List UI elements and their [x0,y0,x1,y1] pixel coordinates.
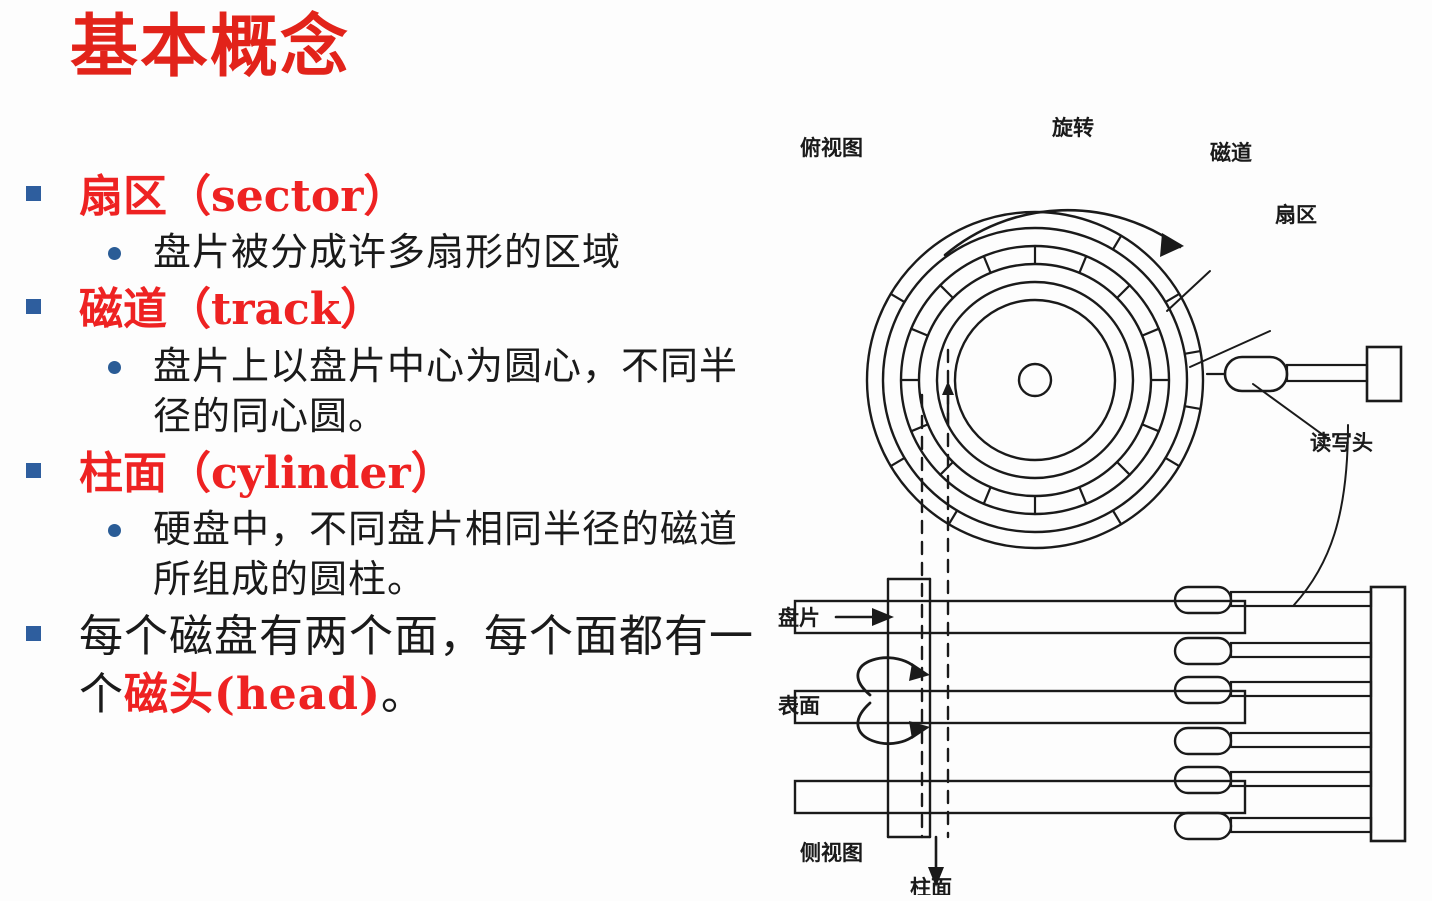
bullet-sector: 扇区（sector） [26,168,790,225]
bullet-cylinder-label: 柱面（cylinder） [79,447,455,499]
square-bullet-icon [26,462,41,478]
track-leader-line [1166,270,1211,312]
bullet-cylinder: 柱面（cylinder） [26,445,790,502]
surface-arrow-icon [856,656,930,745]
label-rotation: 旋转 [1051,116,1094,140]
dot-bullet-icon [108,360,121,374]
top-view-platter [865,210,1205,550]
read-write-head-leader-line [1252,383,1331,441]
track-ring-5 [935,280,1135,480]
cylinder-dashed-lines [920,348,950,839]
square-bullet-icon [26,626,41,642]
track-ring-inner-6 [953,298,1117,462]
cylinder-bottom-arrow-icon [928,835,944,887]
label-cylinder: 柱面 [910,876,952,895]
bullet-head-text-before: 每个磁盘有两个面，每个面都有一个 [79,611,754,720]
spindle-hole [1017,362,1053,398]
subbullet-cylinder-desc-label: 硬盘中，不同盘片相同半径的磁道所组成的圆柱。 [153,507,739,602]
side-view-assembly [793,577,1407,843]
label-read-write-head: 读写头 [1310,431,1373,455]
platter-3 [793,779,1247,815]
dot-bullet-icon [108,247,121,261]
rotation-arrow-icon [943,208,1184,257]
sector-dividers-band-b [889,234,1202,526]
head-assembly-leader-line [1293,424,1349,606]
head-arm-1 [1173,585,1373,615]
page-title: 基本概念 [70,8,351,87]
head-arm-4 [1173,726,1373,756]
label-sector: 扇区 [1275,203,1317,227]
subbullet-track-desc-label: 盘片上以盘片中心为圆心，不同半径的同心圆。 [153,343,739,438]
head-arm-5 [1173,765,1373,795]
label-platter: 盘片 [778,606,820,630]
label-side-view: 侧视图 [800,841,863,865]
head-arm-3 [1173,675,1373,705]
sector-dividers-band-a [899,244,1171,516]
bullet-track-label: 磁道（track） [79,284,385,336]
bullet-head-label: 每个磁盘有两个面，每个面都有一个磁头(head)。 [79,608,759,722]
subbullet-track-desc: 盘片上以盘片中心为圆心，不同半径的同心圆。 [108,341,790,441]
bullet-head-text-after: 。 [380,668,426,720]
bullet-list: 扇区（sector） 盘片被分成许多扇形的区域 磁道（track） 盘片上以盘片… [0,168,790,888]
subbullet-sector-desc: 盘片被分成许多扇形的区域 [108,227,790,277]
square-bullet-icon [26,299,41,315]
platter-1 [793,599,1247,635]
track-ring-2 [881,226,1189,534]
bullet-head-text-highlight: 磁头(head) [124,668,381,720]
disk-structure-diagram: 俯视图 旋转 磁道 扇区 读写头 盘片 表面 侧视图 柱面 [770,95,1430,895]
head-arm-2 [1173,636,1373,666]
head-arm-6 [1173,811,1373,841]
actuator-bar [1369,585,1407,843]
sector-leader-line [1189,330,1271,368]
top-view-read-write-head [1205,345,1403,441]
platter-2 [793,689,1247,725]
subbullet-cylinder-desc: 硬盘中，不同盘片相同半径的磁道所组成的圆柱。 [108,504,790,604]
bullet-head: 每个磁盘有两个面，每个面都有一个磁头(head)。 [26,608,790,722]
label-surface: 表面 [778,694,820,718]
bullet-sector-label: 扇区（sector） [79,171,408,222]
square-bullet-icon [26,186,41,201]
cylinder-up-arrow-top [942,381,954,427]
platter-arrow-icon [834,608,894,626]
label-top-view: 俯视图 [800,136,863,160]
bullet-track: 磁道（track） [26,281,790,338]
dot-bullet-icon [108,524,121,538]
label-track: 磁道 [1210,141,1252,165]
subbullet-sector-desc-label: 盘片被分成许多扇形的区域 [153,230,622,275]
